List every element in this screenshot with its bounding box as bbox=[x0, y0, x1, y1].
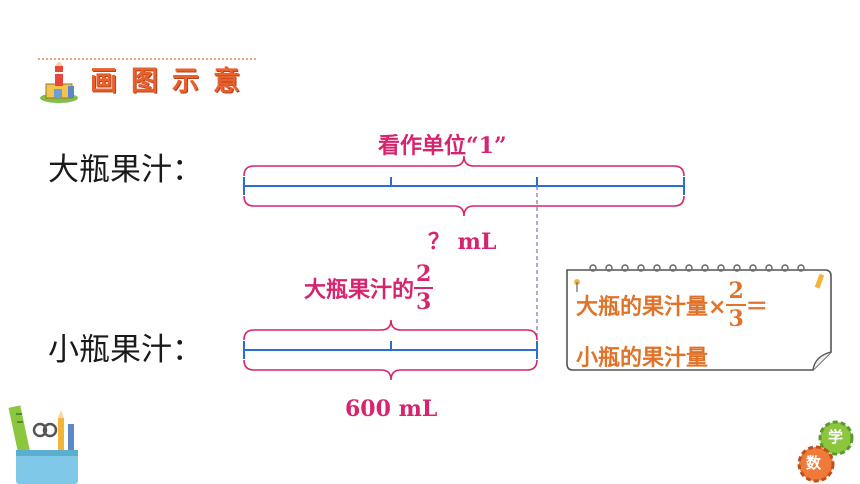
gear-char-math: 数 bbox=[806, 454, 822, 472]
small-bottom-brace bbox=[243, 359, 538, 381]
relation-label: 大瓶果汁的 2 3 bbox=[304, 261, 434, 315]
spiral-rings bbox=[589, 264, 805, 272]
section-divider bbox=[38, 58, 256, 60]
pencil-icon bbox=[814, 273, 825, 289]
pencil-house-icon bbox=[40, 62, 78, 103]
small-top-brace bbox=[243, 319, 538, 341]
big-bottle-label: 大瓶果汁： bbox=[48, 152, 203, 188]
note-line-1-prefix: 大瓶的果汁量× bbox=[576, 295, 727, 320]
small-bottle-label: 小瓶果汁： bbox=[48, 332, 203, 368]
big-bottom-brace bbox=[243, 195, 685, 217]
pin-icon bbox=[574, 279, 580, 292]
unknown-amount-label: ？ mL bbox=[428, 229, 497, 255]
note-fraction: 2 3 bbox=[726, 278, 746, 332]
relation-fraction-denominator: 3 bbox=[416, 289, 432, 315]
top-brace bbox=[243, 155, 685, 177]
note-line-1: 大瓶的果汁量× 2 3 ＝ bbox=[576, 280, 826, 330]
note-card bbox=[566, 264, 832, 371]
note-fraction-numerator: 2 bbox=[728, 278, 744, 304]
note-fraction-bar bbox=[726, 304, 746, 306]
relation-prefix: 大瓶果汁的 bbox=[304, 277, 415, 303]
stationery-holder-icon bbox=[8, 405, 78, 484]
relation-fraction-bar bbox=[414, 287, 434, 289]
relation-fraction: 2 3 bbox=[414, 261, 434, 315]
gear-char-study: 学 bbox=[828, 428, 844, 446]
note-line-1-suffix: ＝ bbox=[745, 295, 768, 320]
note-fraction-denominator: 3 bbox=[728, 306, 744, 332]
section-title: 画图示意 bbox=[90, 66, 254, 97]
unit-one-label: 看作单位“1” bbox=[378, 133, 507, 159]
note-line-2: 小瓶的果汁量 bbox=[576, 346, 709, 371]
gears-icon bbox=[797, 420, 854, 483]
relation-fraction-numerator: 2 bbox=[416, 261, 432, 287]
small-amount-label: 600 mL bbox=[345, 396, 438, 422]
